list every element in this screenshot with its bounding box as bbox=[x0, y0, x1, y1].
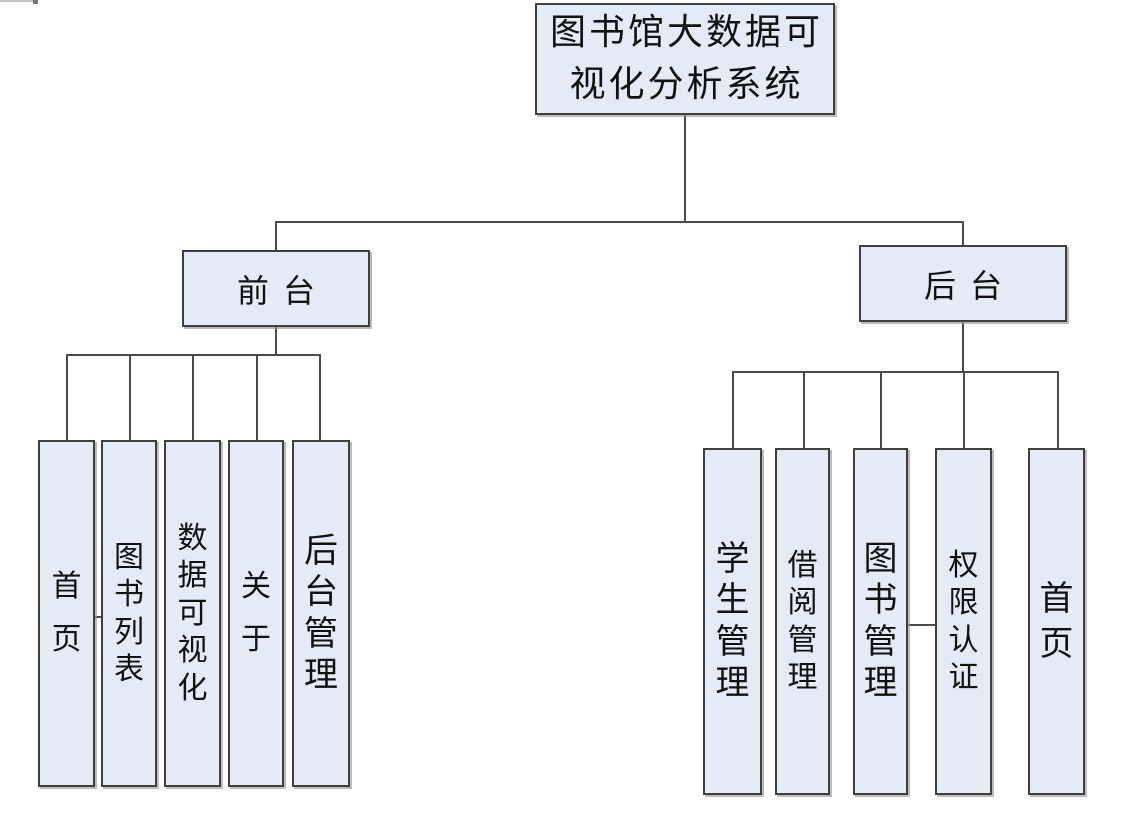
node-front-child-home-label: 首页 bbox=[51, 569, 82, 657]
line-front-child-drop-1 bbox=[129, 354, 131, 441]
node-front-child-about: 关于 bbox=[228, 440, 284, 787]
line-front-child-drop-2 bbox=[192, 354, 194, 441]
node-back-child-book-mgmt: 图书管理 bbox=[853, 448, 908, 795]
line-front-sibling-link bbox=[93, 616, 105, 618]
line-back-child-drop-3 bbox=[963, 371, 965, 449]
node-front-child-admin: 后台管理 bbox=[292, 440, 350, 787]
node-back-child-borrow-mgmt-label: 借阅管理 bbox=[787, 547, 818, 696]
node-back-label: 后台 bbox=[923, 266, 1016, 305]
line-back-child-drop-2 bbox=[880, 371, 882, 449]
line-back-bus bbox=[732, 371, 1059, 373]
line-back-drop bbox=[962, 221, 964, 246]
line-front-stem bbox=[275, 327, 277, 356]
node-front-child-about-label: 关于 bbox=[241, 569, 271, 657]
node-root-label: 图书馆大数据可视化分析系统 bbox=[549, 11, 823, 105]
node-front-child-book-list-label: 图书列表 bbox=[114, 539, 144, 688]
line-front-child-drop-3 bbox=[256, 354, 258, 441]
window-edge-artifact-nub bbox=[33, 0, 38, 4]
node-back: 后台 bbox=[859, 245, 1067, 322]
line-back-child-drop-1 bbox=[803, 371, 805, 449]
node-root: 图书馆大数据可视化分析系统 bbox=[535, 3, 835, 115]
node-front-label: 前台 bbox=[236, 271, 329, 310]
node-front-child-data-visualization-label: 数据可视化 bbox=[177, 520, 208, 706]
line-back-stem bbox=[962, 322, 964, 373]
line-root-stem bbox=[684, 115, 686, 222]
line-front-child-drop-4 bbox=[319, 354, 321, 441]
node-back-child-home: 首页 bbox=[1028, 448, 1085, 795]
node-back-child-student-mgmt-label: 学生管理 bbox=[715, 538, 750, 703]
node-front: 前台 bbox=[182, 250, 370, 327]
node-back-child-auth-label: 权限认证 bbox=[948, 547, 979, 696]
window-edge-artifact bbox=[0, 0, 37, 2]
node-front-child-data-visualization: 数据可视化 bbox=[164, 440, 221, 787]
node-front-child-book-list: 图书列表 bbox=[101, 440, 157, 787]
line-front-child-drop-0 bbox=[66, 354, 68, 441]
line-back-sibling-link bbox=[906, 624, 937, 626]
node-front-child-admin-label: 后台管理 bbox=[304, 530, 338, 695]
line-front-drop bbox=[275, 221, 277, 251]
node-front-child-home: 首页 bbox=[38, 440, 95, 787]
node-back-child-borrow-mgmt: 借阅管理 bbox=[775, 448, 830, 795]
node-back-child-student-mgmt: 学生管理 bbox=[703, 448, 762, 795]
node-back-child-book-mgmt-label: 图书管理 bbox=[863, 538, 898, 703]
line-back-child-drop-4 bbox=[1057, 371, 1059, 449]
line-level1-bus bbox=[275, 221, 964, 223]
node-back-child-auth: 权限认证 bbox=[935, 448, 992, 795]
line-back-child-drop-0 bbox=[732, 371, 734, 449]
node-back-child-home-label: 首页 bbox=[1039, 579, 1074, 664]
